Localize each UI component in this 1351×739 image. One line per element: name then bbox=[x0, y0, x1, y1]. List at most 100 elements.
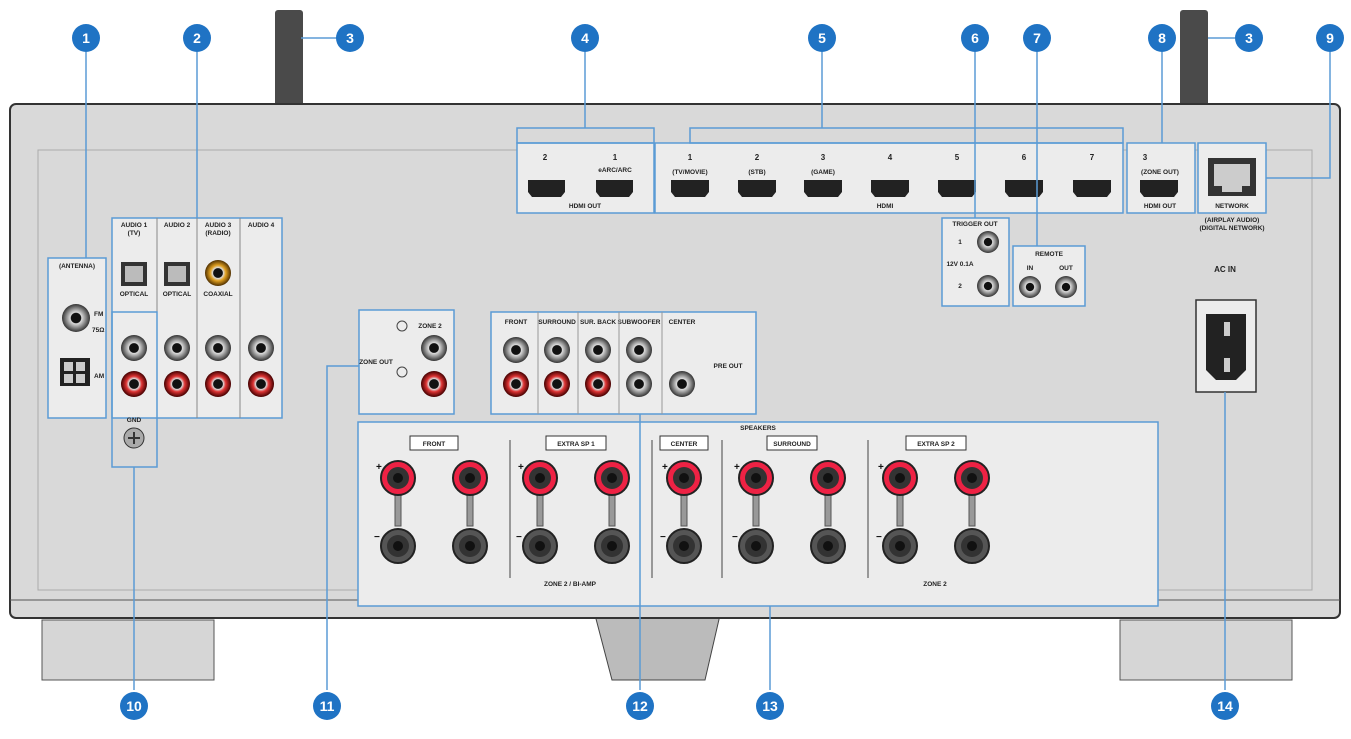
zone2-l-jack[interactable] bbox=[421, 335, 447, 361]
audio1-l-jack[interactable] bbox=[121, 335, 147, 361]
audio1-r-jack[interactable] bbox=[121, 371, 147, 397]
hdmi-in-7-port[interactable] bbox=[1073, 180, 1111, 197]
hdmi-in-4-port[interactable] bbox=[871, 180, 909, 197]
network-sub1: (AIRPLAY AUDIO) bbox=[1205, 217, 1260, 224]
antenna-title: (ANTENNA) bbox=[59, 263, 95, 270]
callout-8-badge bbox=[1148, 24, 1176, 52]
audio3-r-jack[interactable] bbox=[205, 371, 231, 397]
trigger-1-num: 1 bbox=[958, 239, 962, 246]
hdmi-in-3-sub: (GAME) bbox=[811, 169, 835, 176]
callout-3a-number: 3 bbox=[346, 30, 354, 46]
plus-sign-4: + bbox=[734, 462, 740, 473]
hdmi-in-5-port[interactable] bbox=[938, 180, 976, 197]
pre-out-3-top-jack[interactable] bbox=[585, 337, 611, 363]
callout-9-number: 9 bbox=[1326, 30, 1334, 46]
speaker-group-label-box-4 bbox=[766, 435, 818, 451]
audio2-r-jack[interactable] bbox=[164, 371, 190, 397]
network-label: NETWORK bbox=[1215, 203, 1249, 210]
pre-out-3-bottom-jack[interactable] bbox=[585, 371, 611, 397]
center-stand bbox=[594, 614, 721, 681]
hdmi-in-7-num: 7 bbox=[1090, 153, 1095, 162]
pre-out-col-label-1: FRONT bbox=[505, 319, 527, 326]
pre-out-group bbox=[490, 311, 757, 415]
minus-sign-2: − bbox=[516, 532, 522, 543]
hdmi-zone-out-label: HDMI OUT bbox=[1144, 203, 1176, 210]
speaker-group-label-4: SURROUND bbox=[773, 441, 811, 448]
hdmi-out-2-port[interactable] bbox=[528, 180, 565, 197]
callout-3a-badge bbox=[336, 24, 364, 52]
zone-left-label: ZONE 2 / BI-AMP bbox=[544, 581, 597, 588]
trigger-out-group bbox=[941, 217, 1010, 307]
callout-5-number: 5 bbox=[818, 30, 826, 46]
pre-out-center-jack[interactable] bbox=[669, 371, 695, 397]
callout-4-badge bbox=[571, 24, 599, 52]
audio3-sub: (RADIO) bbox=[205, 230, 230, 237]
hdmi-in-6-port[interactable] bbox=[1005, 180, 1043, 197]
coaxial-jack[interactable] bbox=[205, 260, 231, 286]
callout-3b-number: 3 bbox=[1245, 30, 1253, 46]
plus-sign-5: + bbox=[878, 462, 884, 473]
hdmi-out-group bbox=[516, 142, 655, 214]
hdmi-in-6-num: 6 bbox=[1022, 153, 1027, 162]
hdmi-in-5-num: 5 bbox=[955, 153, 960, 162]
callout-2-number: 2 bbox=[193, 30, 201, 46]
speaker-group-label-5: EXTRA SP 2 bbox=[917, 441, 955, 448]
trigger-out-2-jack[interactable] bbox=[977, 275, 999, 297]
callout-2-badge bbox=[183, 24, 211, 52]
plus-sign-1: + bbox=[376, 462, 382, 473]
minus-sign-5: − bbox=[876, 532, 882, 543]
audio4-l-jack[interactable] bbox=[248, 335, 274, 361]
speaker-group-label-box-3 bbox=[659, 435, 709, 451]
pre-out-1-bottom-jack[interactable] bbox=[503, 371, 529, 397]
optical1-label: OPTICAL bbox=[120, 291, 149, 298]
hdmi-in-2-num: 2 bbox=[755, 153, 760, 162]
audio4-r-jack[interactable] bbox=[248, 371, 274, 397]
callout-7-badge bbox=[1023, 24, 1051, 52]
fm-antenna-jack[interactable] bbox=[62, 304, 90, 332]
pre-out-4-bottom-jack[interactable] bbox=[626, 371, 652, 397]
pre-out-4-top-jack[interactable] bbox=[626, 337, 652, 363]
audio3-l-jack[interactable] bbox=[205, 335, 231, 361]
foot-left bbox=[41, 619, 215, 681]
pre-out-2-top-jack[interactable] bbox=[544, 337, 570, 363]
hdmi-out-label: HDMI OUT bbox=[569, 203, 601, 210]
callout-14-badge bbox=[1211, 692, 1239, 720]
callout-9-badge bbox=[1316, 24, 1344, 52]
pre-out-col-label-5: CENTER bbox=[669, 319, 696, 326]
audio2-l-jack[interactable] bbox=[164, 335, 190, 361]
fm-label: FM bbox=[94, 311, 103, 318]
audio1-sub: (TV) bbox=[128, 230, 141, 237]
pre-out-1-top-jack[interactable] bbox=[503, 337, 529, 363]
antenna-terminal-group bbox=[47, 257, 107, 419]
callout-10-badge bbox=[120, 692, 148, 720]
hdmi-zone-out-group bbox=[1126, 142, 1196, 214]
zone2-r-jack[interactable] bbox=[421, 371, 447, 397]
hdmi-zone-out-sub: (ZONE OUT) bbox=[1141, 169, 1179, 176]
audio2-label: AUDIO 2 bbox=[164, 222, 191, 229]
remote-out-jack[interactable] bbox=[1055, 276, 1077, 298]
hdmi-zone-out-num: 3 bbox=[1143, 153, 1148, 162]
remote-in-jack[interactable] bbox=[1019, 276, 1041, 298]
hdmi-out-1-port[interactable] bbox=[596, 180, 633, 197]
hdmi-in-1-sub: (TV/MOVIE) bbox=[672, 169, 707, 176]
hdmi-in-group bbox=[654, 142, 1124, 214]
hdmi-in-2-port[interactable] bbox=[738, 180, 776, 197]
callout-8-number: 8 bbox=[1158, 30, 1166, 46]
hdmi-in-1-num: 1 bbox=[688, 153, 693, 162]
callout-14-number: 14 bbox=[1217, 698, 1233, 714]
callout-10-number: 10 bbox=[126, 698, 142, 714]
pre-out-col-label-4: SUBWOOFER bbox=[618, 319, 661, 326]
hdmi-in-3-port[interactable] bbox=[804, 180, 842, 197]
speaker-group-label-box-2 bbox=[545, 435, 607, 451]
zone2-side-label: ZONE OUT bbox=[359, 359, 393, 366]
trigger-out-1-jack[interactable] bbox=[977, 231, 999, 253]
callout-12-badge bbox=[626, 692, 654, 720]
pre-out-2-bottom-jack[interactable] bbox=[544, 371, 570, 397]
hdmi-zone-out-port[interactable] bbox=[1140, 180, 1178, 197]
trigger-out-title: TRIGGER OUT bbox=[952, 221, 997, 228]
minus-sign-1: − bbox=[374, 532, 380, 543]
hdmi-in-1-port[interactable] bbox=[671, 180, 709, 197]
plus-sign-2: + bbox=[518, 462, 524, 473]
am-label: AM bbox=[94, 373, 104, 380]
remote-in-label: IN bbox=[1027, 265, 1034, 272]
